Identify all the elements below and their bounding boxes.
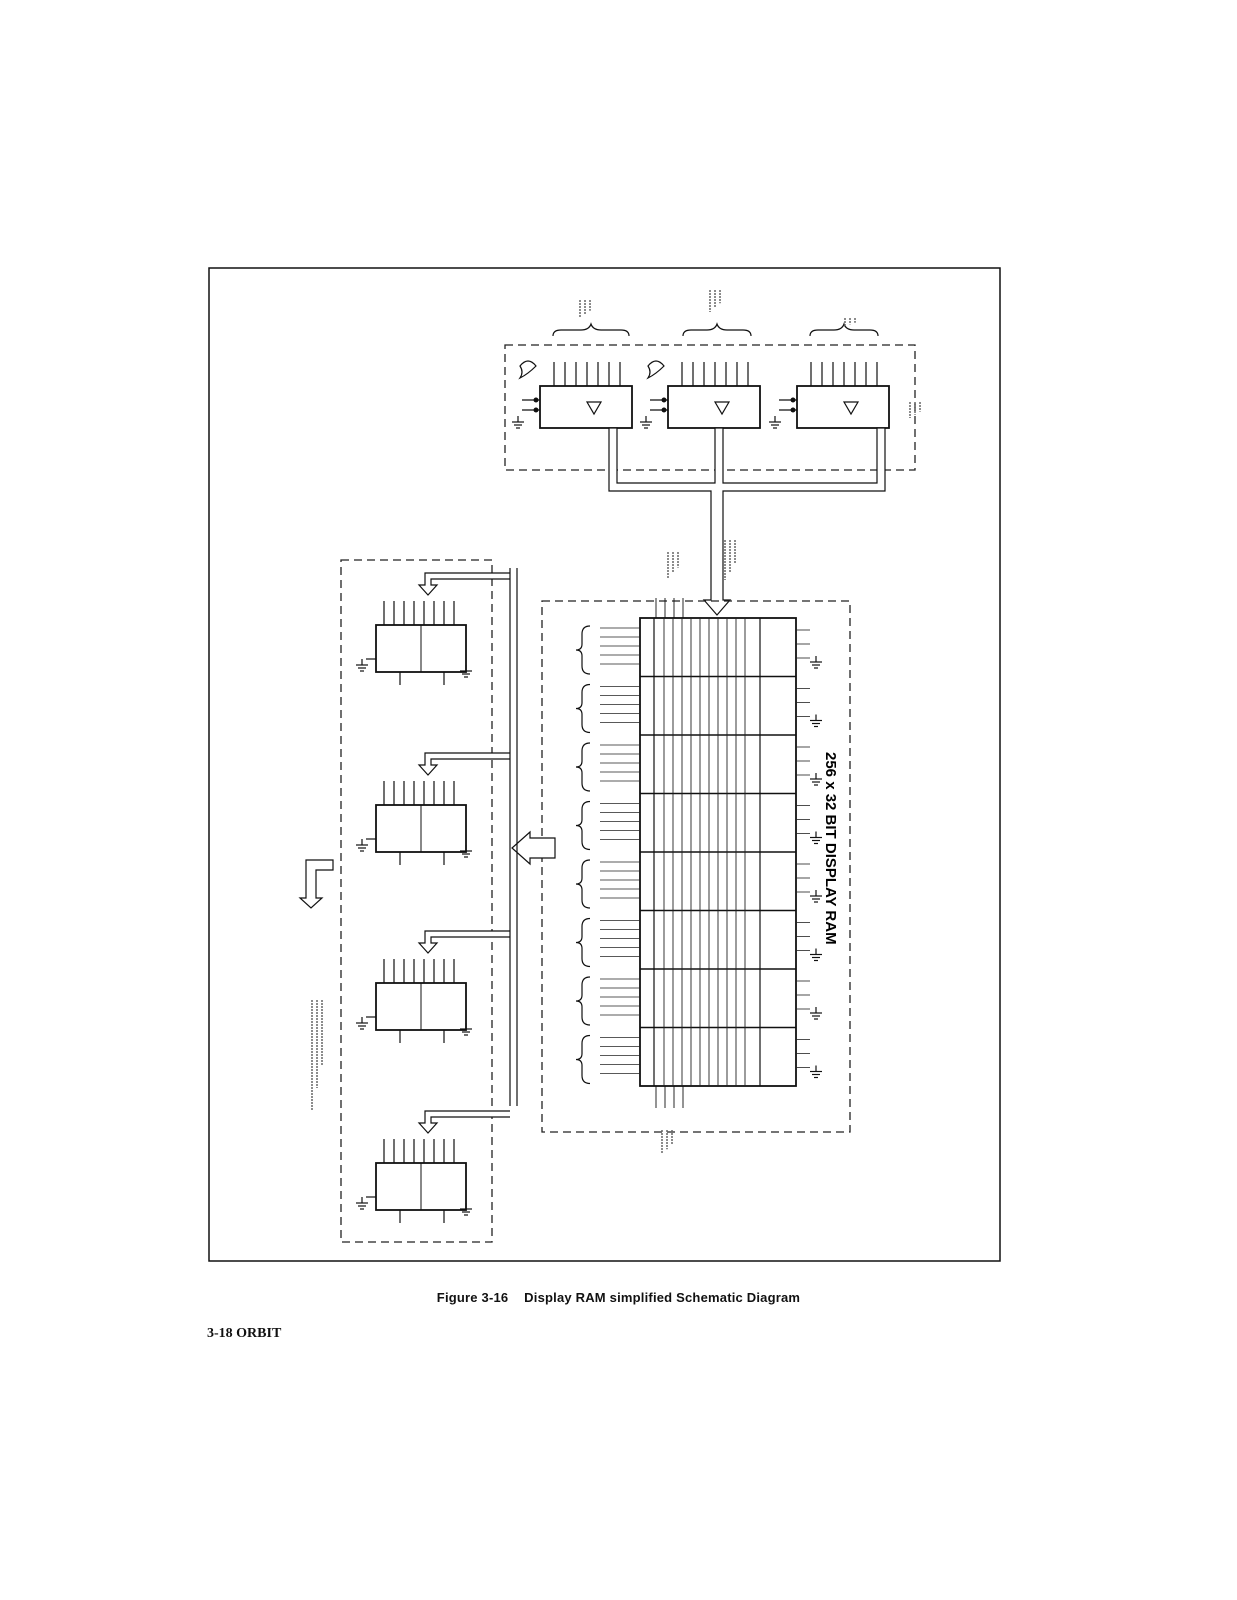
latch-chip	[356, 752, 510, 865]
latch-chip	[356, 1110, 510, 1223]
ram-chip-grid	[600, 598, 822, 1108]
buffer-chip	[640, 362, 761, 429]
latch-chips	[356, 572, 510, 1223]
latch-chip	[356, 930, 510, 1043]
buffer-triangle	[842, 401, 860, 416]
latch-chip	[356, 572, 510, 685]
page-footer: 3-18 ORBIT	[207, 1326, 282, 1341]
junction-dot	[661, 407, 667, 413]
junction-dot	[790, 407, 796, 413]
junction-dot	[533, 407, 539, 413]
latch-return-bus	[509, 568, 518, 1106]
buffer-chips	[512, 360, 890, 429]
ram-title: 256 x 32 BIT DISPLAY RAM	[822, 752, 839, 945]
ram-brace	[575, 683, 591, 734]
ram-input-braces	[575, 625, 591, 1085]
buffer-chip-body	[667, 385, 761, 429]
or-gate	[646, 360, 665, 380]
ram-group-border	[541, 600, 851, 1133]
buffer-chip	[512, 362, 633, 429]
ram-brace	[575, 976, 591, 1026]
caption-number: Figure 3-16	[436, 1290, 509, 1305]
buffer-triangle	[585, 401, 603, 416]
buffer-triangle	[713, 401, 731, 416]
or-gate	[518, 360, 537, 380]
buffer-chip-body	[539, 385, 633, 429]
latch-feed-arrow	[417, 930, 510, 954]
buffer-to-ram-bus	[608, 427, 886, 616]
ram-to-latch-bus	[511, 830, 556, 866]
latch-feed-arrow	[417, 1110, 510, 1134]
ram-brace	[575, 742, 591, 792]
junction-dot	[661, 397, 667, 403]
ram-brace	[575, 917, 591, 968]
caption-text: Display RAM simplified Schematic Diagram	[524, 1290, 801, 1305]
ram-brace	[575, 1034, 591, 1085]
figure-frame	[208, 267, 1001, 1262]
latch-output-arrow	[298, 859, 334, 909]
junction-dot	[533, 397, 539, 403]
buffer-chip	[769, 362, 890, 429]
buffer-chip-body	[796, 385, 890, 429]
latch-feed-arrow	[417, 752, 510, 776]
buffer-group-border	[504, 344, 916, 471]
ram-brace	[575, 625, 591, 675]
junction-dot	[790, 397, 796, 403]
brace-control-lines	[682, 322, 752, 337]
ram-brace	[575, 859, 591, 909]
ram-brace	[575, 800, 591, 851]
latch-feed-arrow	[417, 572, 510, 596]
brace-data-lines	[809, 322, 879, 337]
figure-caption: Figure 3-16 Display RAM simplified Schem…	[0, 1290, 1237, 1305]
rotated-annotations	[311, 290, 921, 1154]
brace-address-lines	[552, 322, 630, 337]
